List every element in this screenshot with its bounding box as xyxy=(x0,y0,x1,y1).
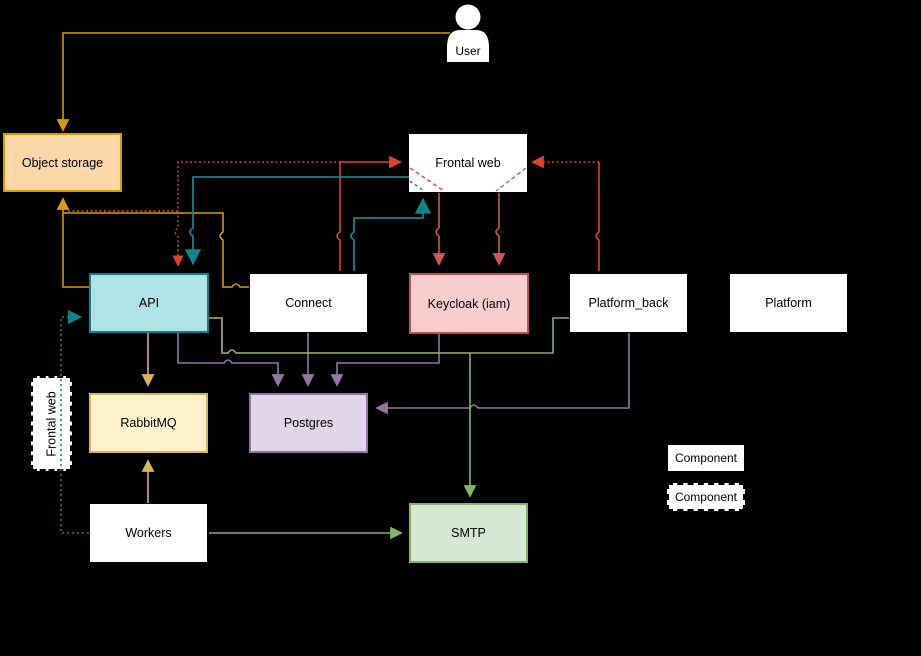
node-label: Keycloak (iam) xyxy=(427,296,511,311)
node-connect[interactable]: Connect xyxy=(249,273,368,333)
node-rabbitmq[interactable]: RabbitMQ xyxy=(89,393,208,453)
node-frontal-web[interactable]: Frontal web xyxy=(409,134,527,192)
node-label: Workers xyxy=(125,526,172,540)
node-label: Connect xyxy=(285,296,332,310)
node-label: API xyxy=(138,296,160,310)
node-label: Frontal web xyxy=(44,390,59,457)
node-platform[interactable]: Platform xyxy=(729,273,848,333)
legend-component-dashed[interactable]: Component xyxy=(667,483,745,511)
node-frontal-web-boundary[interactable]: Frontal web xyxy=(31,376,72,471)
node-object-storage[interactable]: Object storage xyxy=(3,133,122,192)
legend-label: Component xyxy=(674,451,738,465)
node-smtp[interactable]: SMTP xyxy=(409,503,528,563)
node-label: Postgres xyxy=(283,416,334,430)
node-label: Object storage xyxy=(21,155,104,170)
node-label: RabbitMQ xyxy=(120,416,177,430)
node-workers[interactable]: Workers xyxy=(89,503,208,563)
legend-component-solid[interactable]: Component xyxy=(667,444,745,472)
legend-label: Component xyxy=(674,490,738,504)
node-label: SMTP xyxy=(451,526,486,540)
node-keycloak-iam[interactable]: Keycloak (iam) xyxy=(409,273,529,334)
node-label: Frontal web xyxy=(435,156,501,170)
node-label: Platform xyxy=(765,296,812,310)
user-label: User xyxy=(455,44,481,58)
node-label: Platform_back xyxy=(588,296,669,310)
node-platform-back[interactable]: Platform_back xyxy=(569,273,688,333)
node-postgres[interactable]: Postgres xyxy=(249,393,368,453)
user-actor-icon[interactable] xyxy=(447,4,489,63)
node-api[interactable]: API xyxy=(89,273,209,333)
